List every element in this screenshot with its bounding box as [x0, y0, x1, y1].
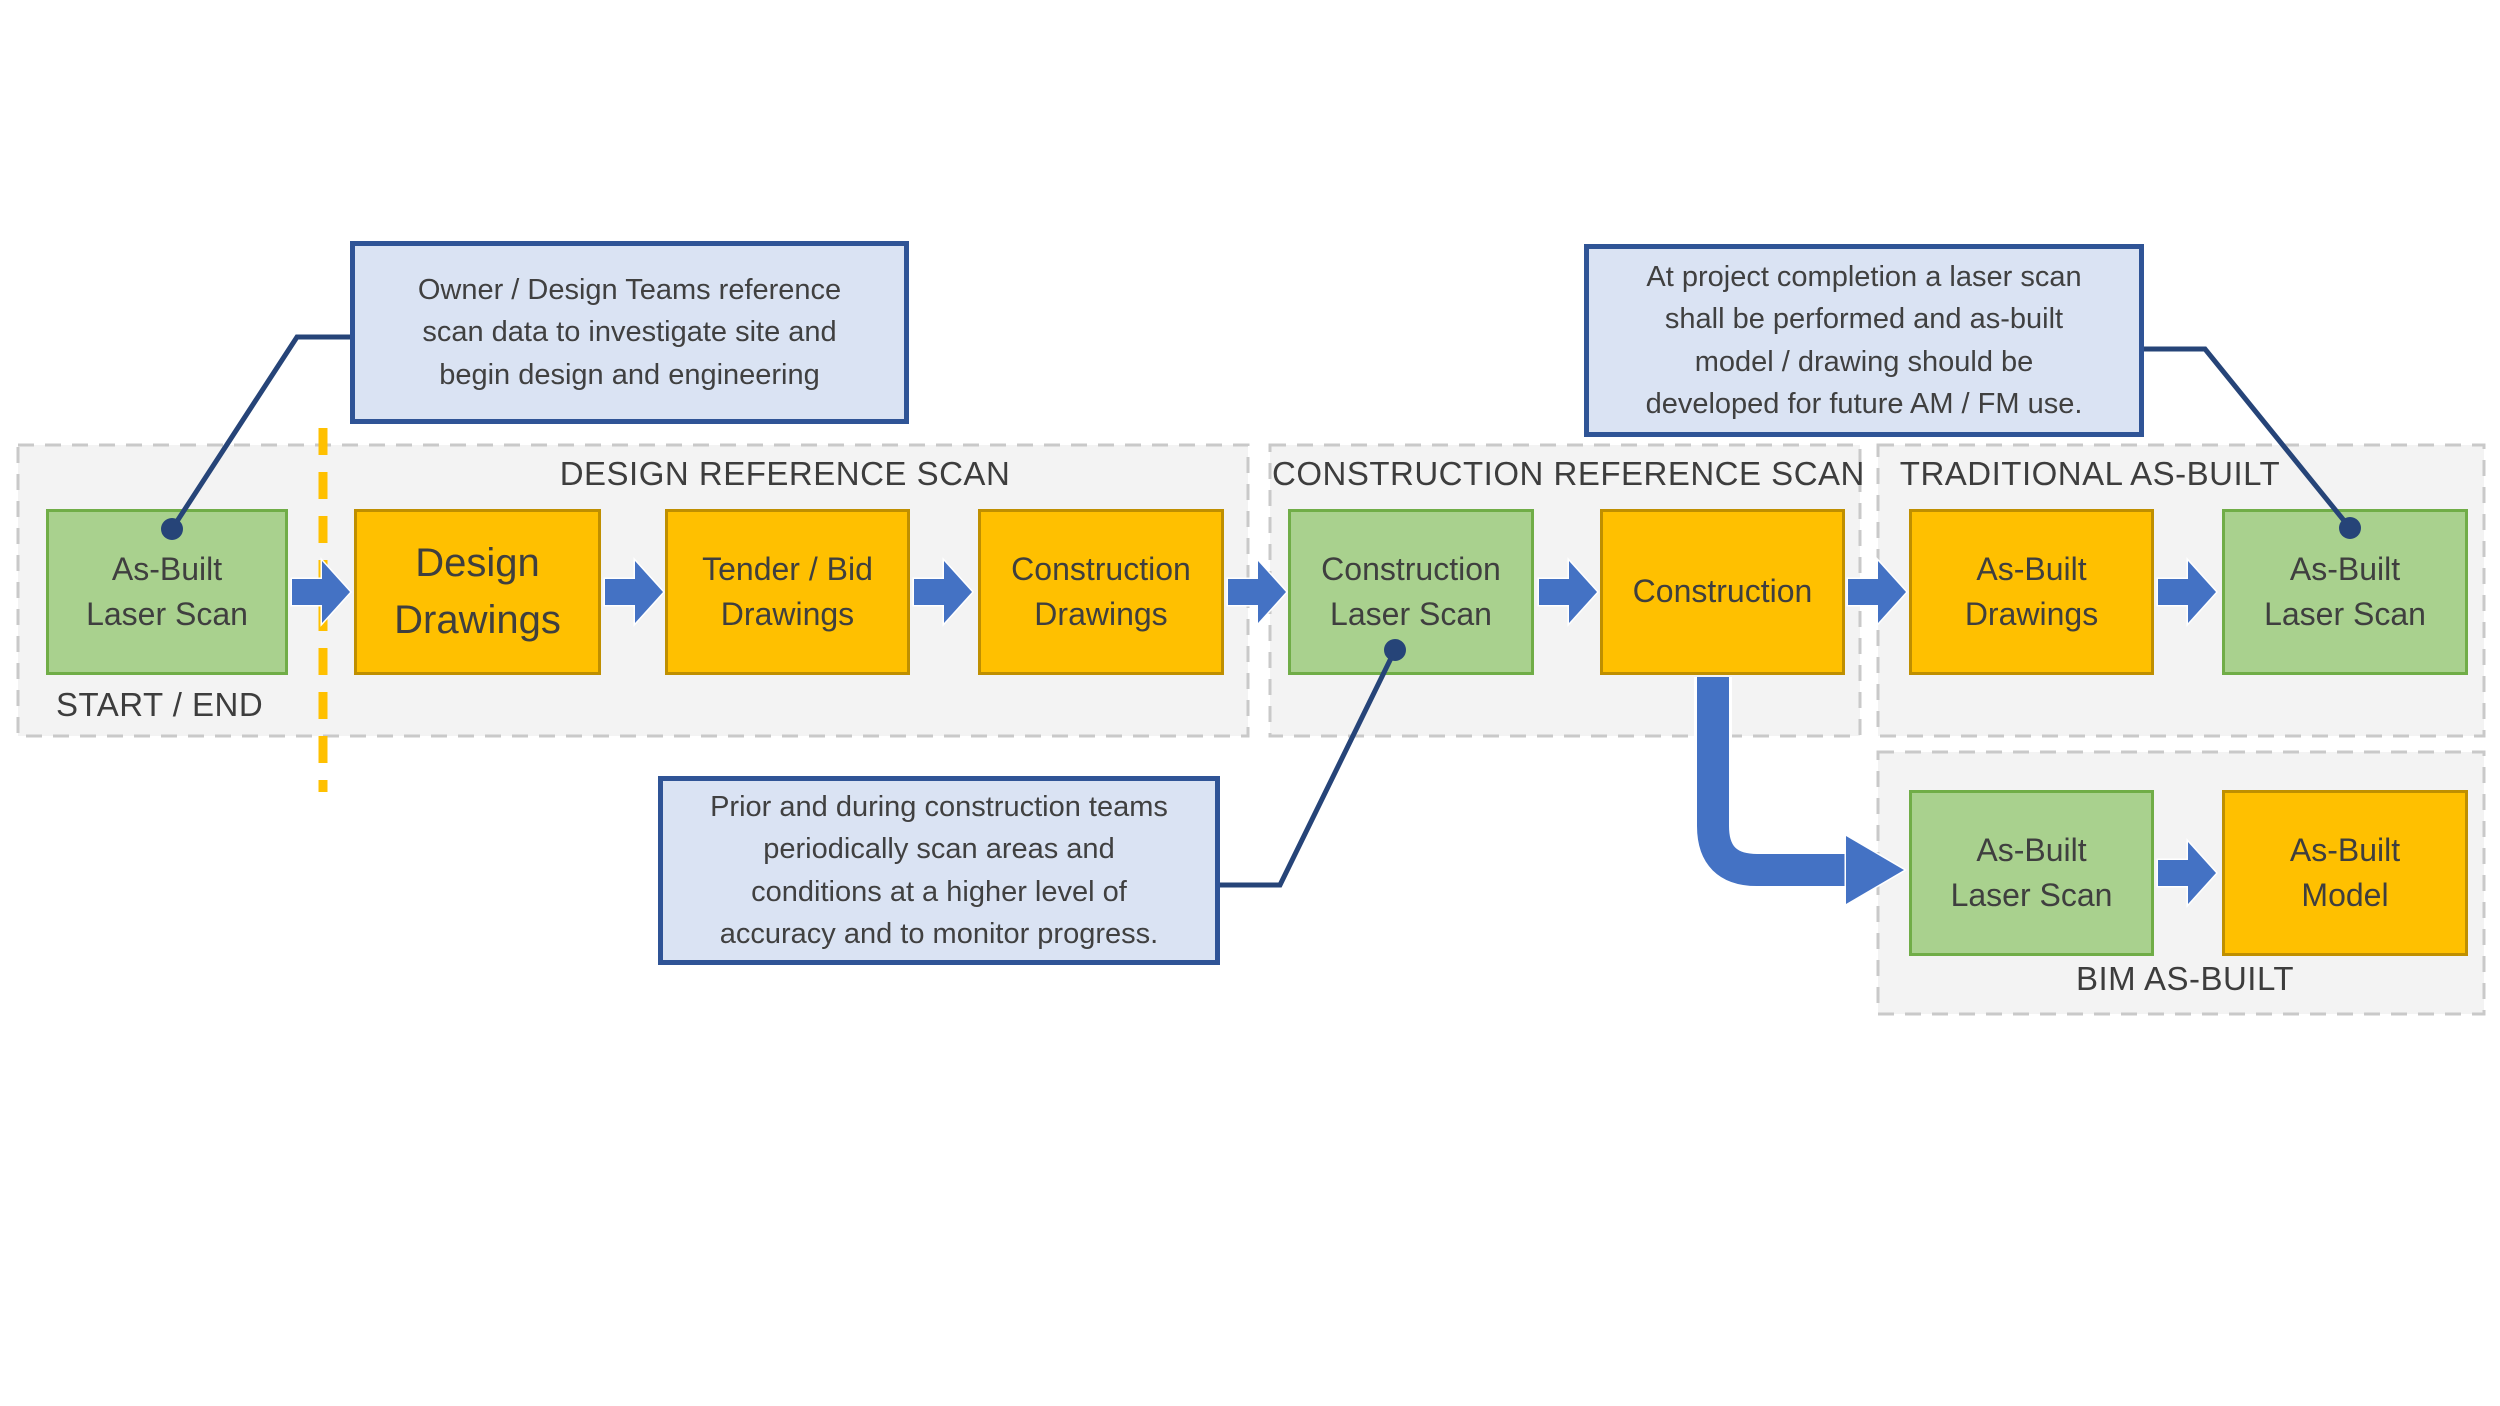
section-label-traditional-as-built: TRADITIONAL AS-BUILT: [1899, 455, 2281, 492]
callout-construction-progress-scanning: Prior and during construction teams peri…: [658, 776, 1220, 965]
section-label-start-end: START / END: [56, 686, 264, 723]
flow-box-construction-laser-scan: Construction Laser Scan: [1288, 509, 1534, 675]
elbow-arrow-head-icon: [1844, 833, 1907, 907]
connector-line-completion-callout: [2144, 346, 2352, 530]
flow-arrow-icon-3: [912, 559, 974, 625]
flow-arrow-icon-6: [1846, 559, 1908, 625]
elbow-arrow-halo: [1694, 677, 1846, 889]
flow-box-as-built-laser-scan-bim: As-Built Laser Scan: [1909, 790, 2154, 956]
flow-arrow-icon-5: [1537, 559, 1599, 625]
flow-box-tender-bid-drawings: Tender / Bid Drawings: [665, 509, 910, 675]
section-label-construction-reference-scan: CONSTRUCTION REFERENCE SCAN: [1272, 455, 1865, 492]
flow-arrow-icon-2: [603, 559, 665, 625]
flow-arrow-icon-4: [1226, 559, 1288, 625]
callout-owner-design-teams: Owner / Design Teams reference scan data…: [350, 241, 909, 424]
section-label-design-reference-scan: DESIGN REFERENCE SCAN: [559, 455, 1011, 492]
flow-box-as-built-model: As-Built Model: [2222, 790, 2468, 956]
connector-line-progress-callout: [1220, 648, 1398, 888]
flow-arrow-icon-8: [2156, 840, 2218, 906]
flow-box-construction-drawings: Construction Drawings: [978, 509, 1224, 675]
section-label-bim-as-built: BIM AS-BUILT: [2075, 960, 2295, 997]
connector-line-owner-callout: [169, 334, 350, 531]
flow-box-design-drawings: Design Drawings: [354, 509, 601, 675]
flow-box-as-built-laser-scan-start: As-Built Laser Scan: [46, 509, 288, 675]
callout-project-completion-scan: At project completion a laser scan shall…: [1584, 244, 2144, 437]
flow-box-as-built-laser-scan-final: As-Built Laser Scan: [2222, 509, 2468, 675]
flow-arrow-icon-1: [290, 559, 352, 625]
flow-box-construction: Construction: [1600, 509, 1845, 675]
flow-box-as-built-drawings: As-Built Drawings: [1909, 509, 2154, 675]
flow-arrow-icon-7: [2156, 559, 2218, 625]
elbow-arrow-icon: [1697, 677, 1846, 886]
